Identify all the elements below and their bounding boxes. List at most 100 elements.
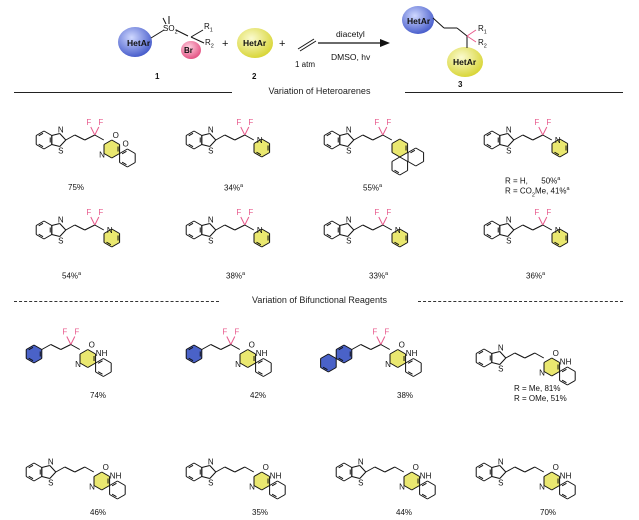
bond <box>499 144 508 147</box>
bond <box>94 216 100 226</box>
nh-label: NH <box>270 472 282 481</box>
bond <box>407 360 413 364</box>
bond <box>559 152 568 158</box>
bond <box>405 371 414 377</box>
bond <box>257 360 263 364</box>
bond <box>532 134 544 141</box>
bond <box>74 134 86 141</box>
bond <box>65 134 76 141</box>
plus-2: + <box>279 38 286 50</box>
bond <box>507 139 515 147</box>
bond <box>499 133 508 136</box>
bond <box>220 344 232 350</box>
bond <box>188 233 194 238</box>
fluorine-label: F <box>374 118 379 127</box>
bond <box>185 130 195 136</box>
bond <box>247 349 256 355</box>
bond <box>559 494 568 500</box>
bond <box>253 152 263 158</box>
bond <box>407 161 417 167</box>
bond <box>188 357 194 362</box>
yield-r4-c2: 35% <box>252 508 269 517</box>
bond <box>28 357 34 362</box>
reagent-2-ball <box>237 28 273 58</box>
sulfur-label: S <box>506 147 511 156</box>
bond <box>261 138 270 144</box>
bond <box>339 234 348 237</box>
bond <box>567 366 576 372</box>
nitrogen-label: N <box>249 483 255 492</box>
bond <box>209 471 217 479</box>
oxygen-label: O <box>113 131 119 140</box>
fluorine-label: F <box>86 208 91 217</box>
bond <box>59 223 67 231</box>
bond <box>87 349 96 355</box>
bond <box>95 371 104 377</box>
bond <box>224 466 236 473</box>
bond <box>253 485 263 491</box>
bond <box>399 156 408 162</box>
nh-label: NH <box>96 349 108 358</box>
bond <box>234 466 246 473</box>
bond <box>240 126 246 136</box>
bond <box>117 494 126 500</box>
bond <box>567 480 576 486</box>
fluorine-label: F <box>546 118 551 127</box>
bond <box>25 344 35 350</box>
bond <box>230 344 241 350</box>
bond <box>483 348 493 354</box>
bond <box>35 130 45 136</box>
sulfur-label: S <box>498 479 503 488</box>
nitrogen-label: N <box>58 126 64 135</box>
yield-r3-c4-ome: R = OMe, 51% <box>514 394 567 403</box>
bond <box>323 144 333 150</box>
bond <box>376 336 382 345</box>
bond <box>491 465 500 468</box>
yield-r1-c4-rh: R = H, 50%a <box>505 176 561 186</box>
bond <box>343 344 353 350</box>
bond <box>95 358 104 364</box>
nh-label: NH <box>560 358 572 367</box>
bond <box>185 462 195 468</box>
ring-fill <box>544 472 560 490</box>
nitrogen-label: N <box>399 483 405 492</box>
bond <box>121 161 127 166</box>
nitrogen-label: N <box>58 216 64 225</box>
bond <box>234 224 246 231</box>
bond <box>59 229 67 237</box>
bond <box>543 371 553 377</box>
bond <box>106 241 112 246</box>
yield-r1-c3: 55%a <box>363 183 383 193</box>
bond <box>427 480 436 486</box>
nitrogen-label: N <box>539 369 545 378</box>
bond <box>215 466 226 473</box>
bond <box>559 242 568 248</box>
bond <box>389 349 399 355</box>
bond <box>399 170 408 176</box>
bond <box>475 348 485 354</box>
bond <box>209 229 217 237</box>
bond <box>483 130 493 136</box>
divider-middle-right <box>418 301 623 302</box>
bond <box>209 223 217 231</box>
bond <box>322 366 328 371</box>
bond <box>505 466 516 473</box>
bond <box>551 471 560 477</box>
bond <box>193 476 203 482</box>
bond <box>413 358 422 364</box>
product-number: 3 <box>458 80 463 89</box>
reaction-arrow <box>318 39 390 47</box>
bond <box>94 126 100 136</box>
bond <box>70 336 76 345</box>
bond <box>513 134 524 141</box>
bond <box>542 134 553 141</box>
bond <box>561 493 567 498</box>
bond <box>320 353 329 359</box>
bond <box>201 476 210 479</box>
nitrogen-label: N <box>498 458 504 467</box>
bond <box>33 358 43 364</box>
bond <box>74 466 86 473</box>
bond <box>244 126 250 136</box>
bond <box>343 358 353 364</box>
ring-fill <box>404 472 420 490</box>
